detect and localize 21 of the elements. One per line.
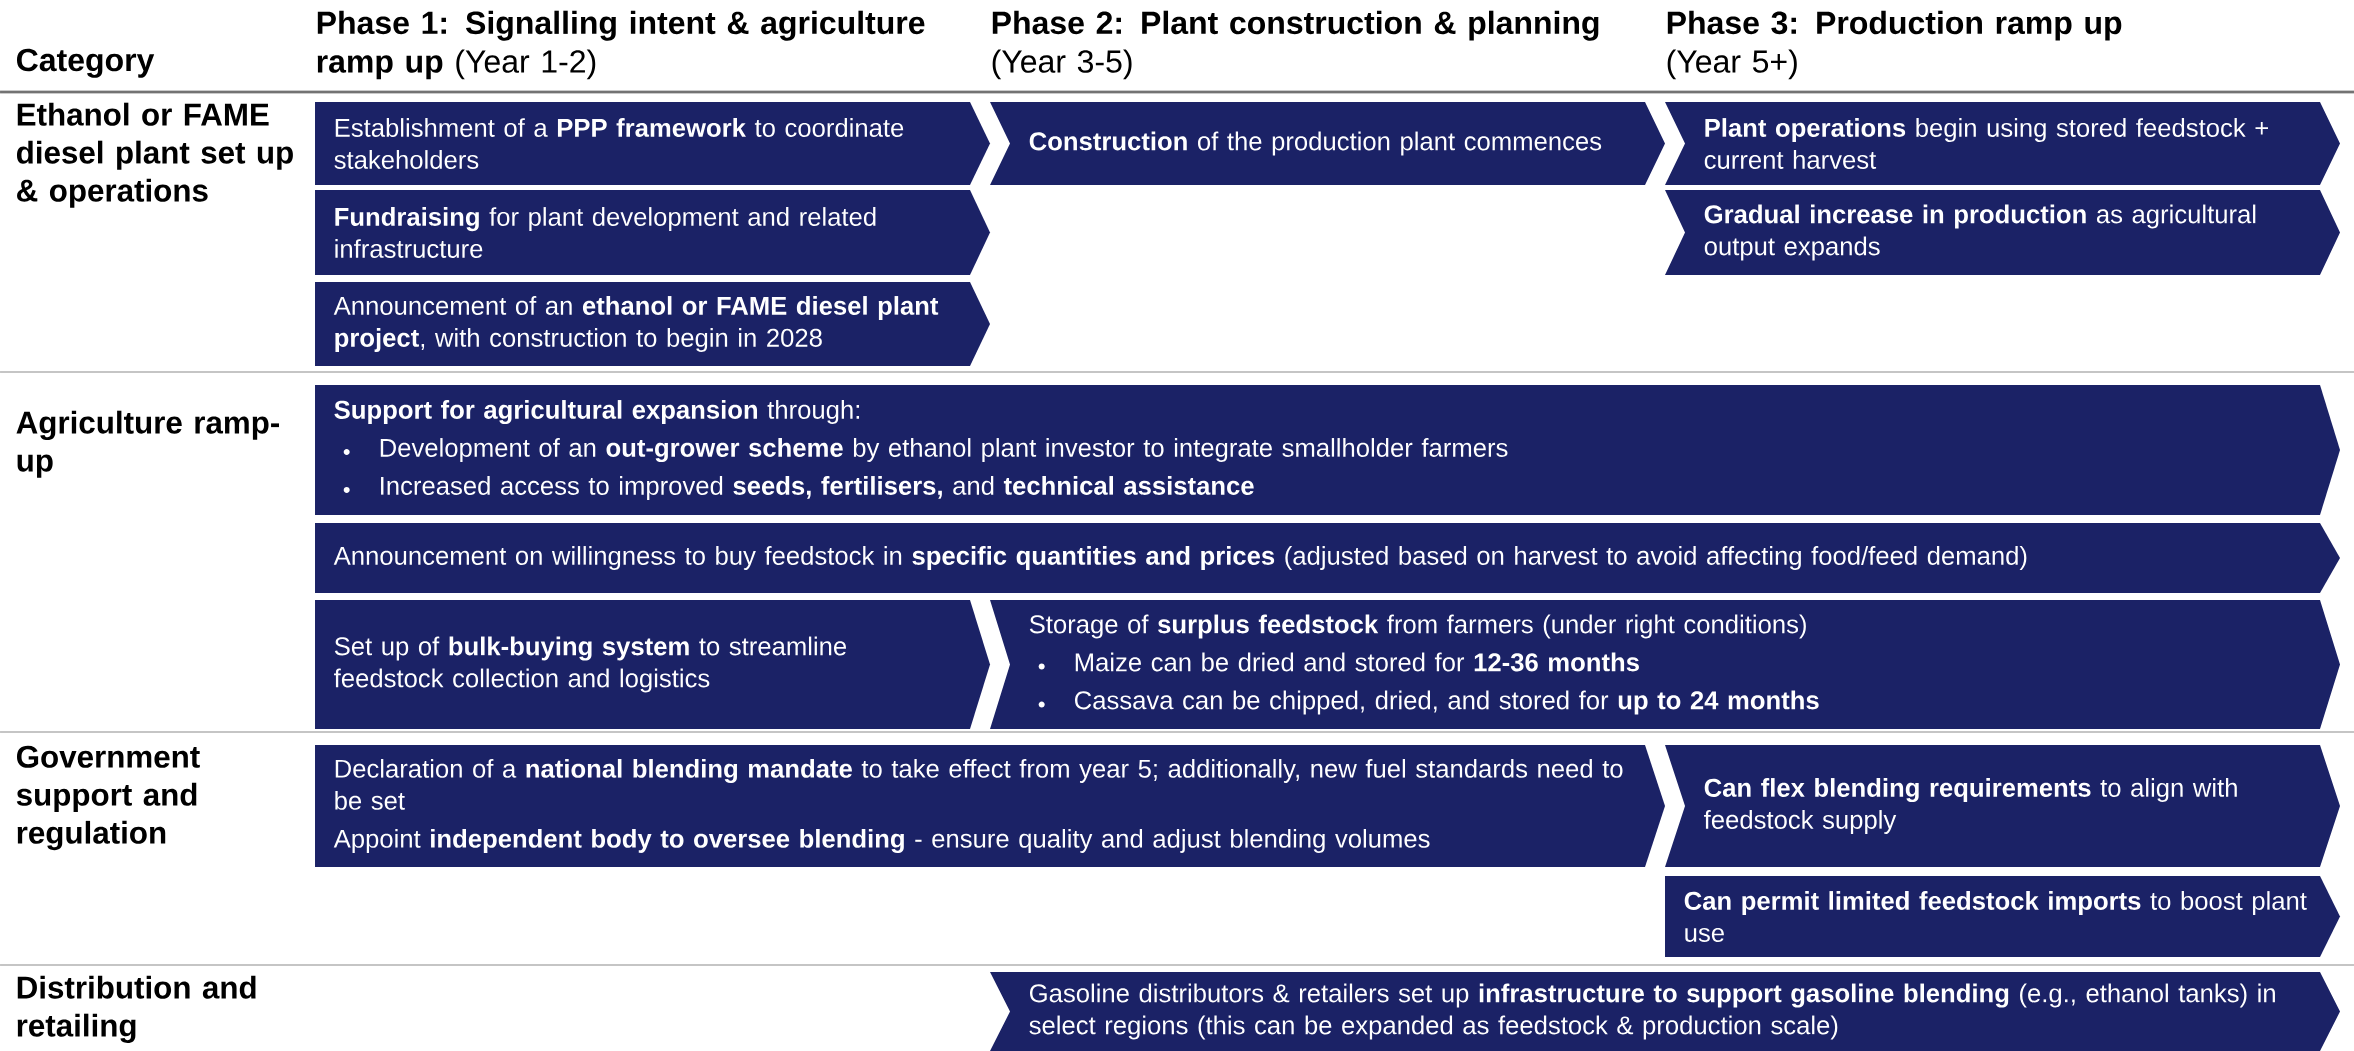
category-label: Government support and regulation [16, 745, 200, 851]
column-heading: Phase 2: Plant construction & planning (Year 3-5) [992, 10, 1599, 80]
category-label: Distribution and retailing [17, 975, 256, 1043]
column-heading: Phase 1: Signalling intent & agriculture ramp up (Year 1-2) [317, 10, 925, 80]
chevron-box: Establishment of a PPP framework to coordinate stakeholders [315, 102, 990, 185]
chevron-box: Announcement on willingness to buy feedstock in specific quantities and prices (adjusted based on harvest to avoid affecting food/feed demand) [315, 523, 2340, 593]
chevron-box: Can permit limited feedstock imports to boost plant use [1665, 876, 2340, 957]
category-label: Ethanol or FAME diesel plant set up & operations [17, 102, 293, 208]
chevron-box: Announcement of an ethanol or FAME diesel plant project, with construction to begin in 2028 [315, 282, 990, 366]
chevron-box: Construction of the production plant commences [990, 102, 1665, 185]
chevron-box: Can flex blending requirements to align with feedstock supply [1665, 745, 2340, 867]
chevron-box: Set up of bulk-buying system to streamline feedstock collection and logistics [315, 600, 990, 729]
chevron-box: Support for agricultural expansion through: Development of an out-grower scheme by ethanol plant investor to integrate smallholder farmers Increased access to improved seeds, fertilisers, and technical assistance [315, 385, 2340, 515]
chevron-box: Plant operations begin using stored feedstock + current harvest [1665, 102, 2340, 185]
chevron-box: Fundraising for plant development and related infrastructure [315, 190, 990, 275]
chevron-box: Declaration of a national blending mandate to take effect from year 5; additionally, new fuel standards need to be set Appoint independent body to oversee blending - ensure quality and adjust blending volumes [315, 745, 1665, 867]
column-heading: Phase 3: Production ramp up (Year 5+) [1667, 10, 2122, 80]
chevron-box: Gradual increase in production as agricultural output expands [1665, 190, 2340, 275]
column-heading: Category [17, 48, 155, 78]
chevron-box: Gasoline distributors & retailers set up infrastructure to support gasoline blending (e.g., ethanol tanks) in select regions (this can be expanded as feedstock & production scale) [990, 972, 2340, 1051]
category-label: Agriculture ramp-up [16, 410, 279, 478]
